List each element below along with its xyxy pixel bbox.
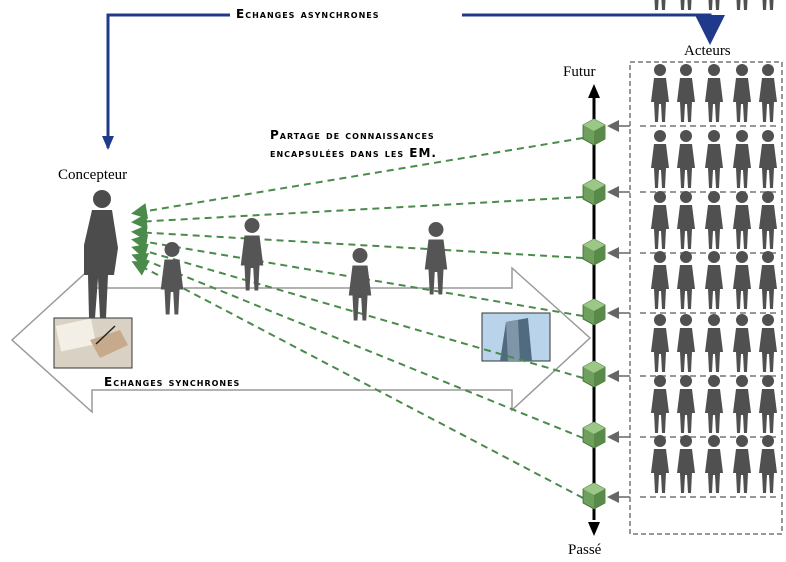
- async-exchange-arrow: [102, 5, 725, 150]
- designer-silhouette: [84, 190, 118, 318]
- knowledge-cube: [582, 482, 606, 510]
- person-silhouette: [651, 130, 777, 188]
- future-label: Futur: [563, 64, 596, 80]
- person-silhouette: [651, 191, 777, 249]
- actor-silhouettes: [651, 0, 777, 493]
- designer-label: Concepteur: [58, 167, 128, 183]
- knowledge-cube: [582, 178, 606, 206]
- knowledge-sharing-label-line1: Partage de connaissances: [270, 128, 435, 142]
- person-silhouette: [651, 251, 777, 309]
- person-silhouette: [651, 375, 777, 433]
- actors-label: Acteurs: [684, 43, 731, 59]
- person-silhouette: [651, 314, 777, 372]
- person-silhouette: [651, 435, 777, 493]
- person-silhouette: [651, 64, 777, 122]
- sync-exchanges-label: Echanges synchrones: [104, 375, 241, 389]
- knowledge-cube: [582, 298, 606, 326]
- knowledge-links: [131, 137, 584, 499]
- actor-to-cube-arrows: [607, 120, 630, 503]
- knowledge-cube: [582, 360, 606, 388]
- knowledge-sharing-label-line2: encapsulées dans les EM.: [270, 146, 437, 160]
- photo-hands-writing: [53, 317, 133, 369]
- knowledge-cube: [582, 238, 606, 266]
- async-exchanges-label: Echanges asynchrones: [236, 7, 380, 21]
- past-label: Passé: [568, 542, 602, 558]
- knowledge-cube: [582, 421, 606, 449]
- knowledge-cube: [582, 118, 606, 146]
- photo-office-building: [481, 312, 551, 362]
